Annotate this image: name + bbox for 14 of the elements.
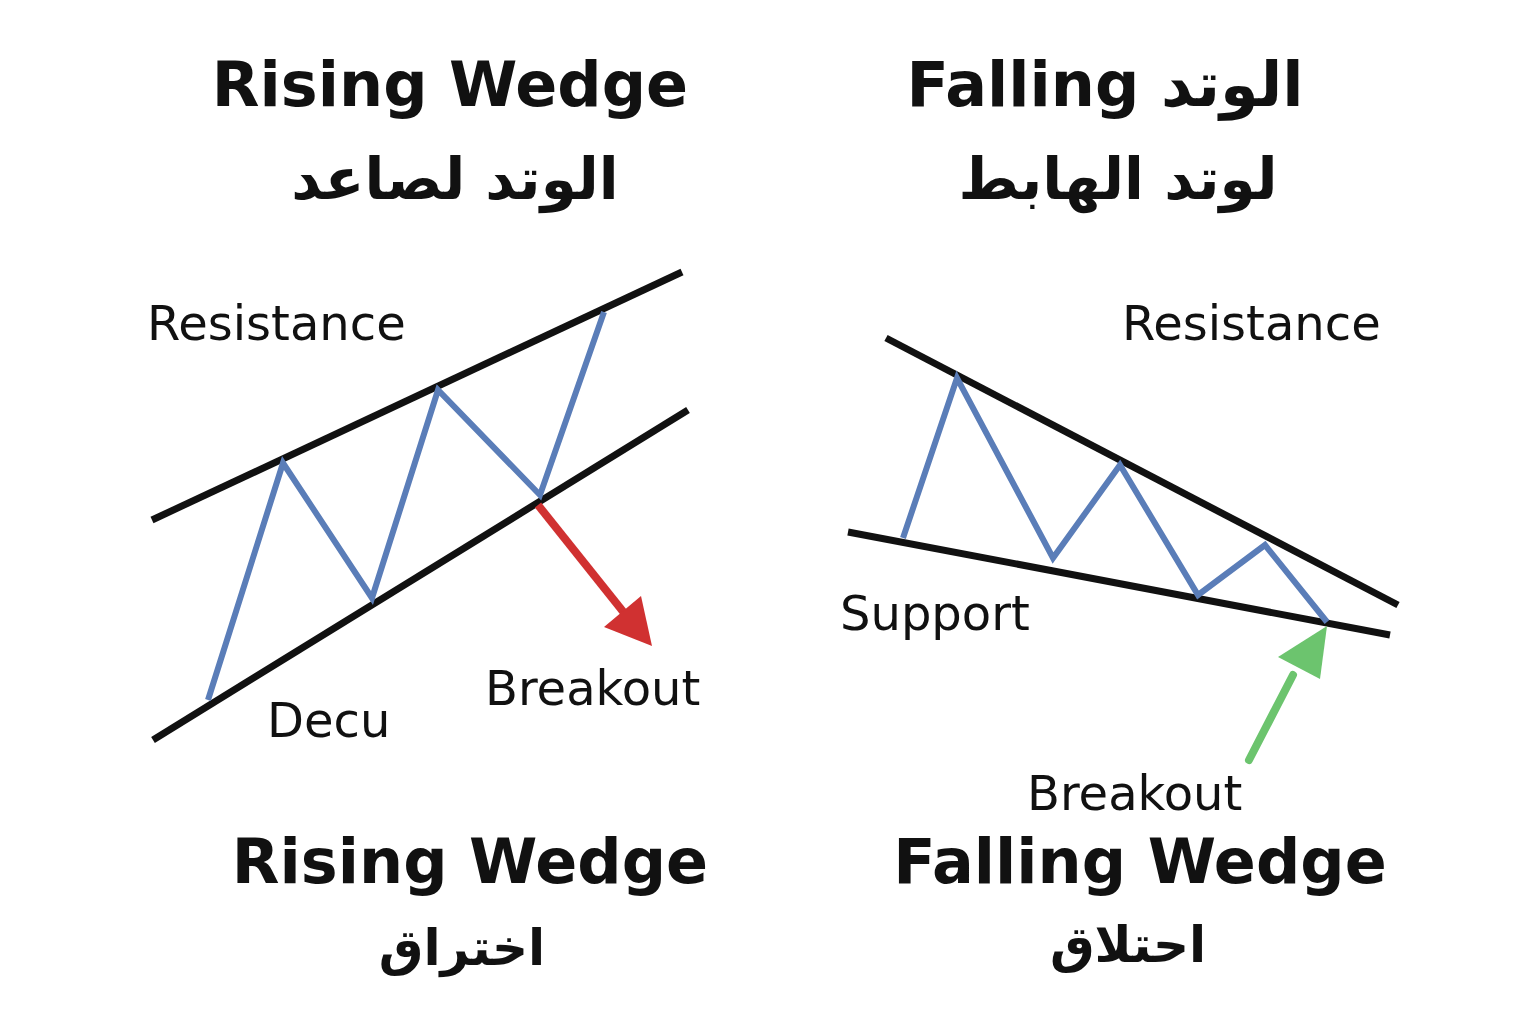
line-label: Resistance bbox=[1122, 296, 1381, 350]
breakout-label: Breakout bbox=[485, 661, 701, 715]
pattern-title: Falling الوتد bbox=[906, 50, 1304, 120]
pattern-title: Rising Wedge bbox=[211, 50, 689, 120]
pattern-subtitle: الوتد لصاعد bbox=[291, 148, 619, 212]
pattern-title: Falling Wedge bbox=[893, 827, 1387, 897]
line-label: Decu bbox=[267, 693, 391, 747]
line-label: Resistance bbox=[147, 296, 406, 350]
pattern-caption: احتلاق bbox=[1049, 917, 1207, 973]
pattern-subtitle: لوتد الهابط bbox=[958, 148, 1278, 212]
pattern-title: Rising Wedge bbox=[231, 827, 709, 897]
breakout-label: Breakout bbox=[1027, 766, 1243, 820]
pattern-caption: اختراق bbox=[378, 920, 546, 976]
line-label: Support bbox=[840, 586, 1030, 640]
